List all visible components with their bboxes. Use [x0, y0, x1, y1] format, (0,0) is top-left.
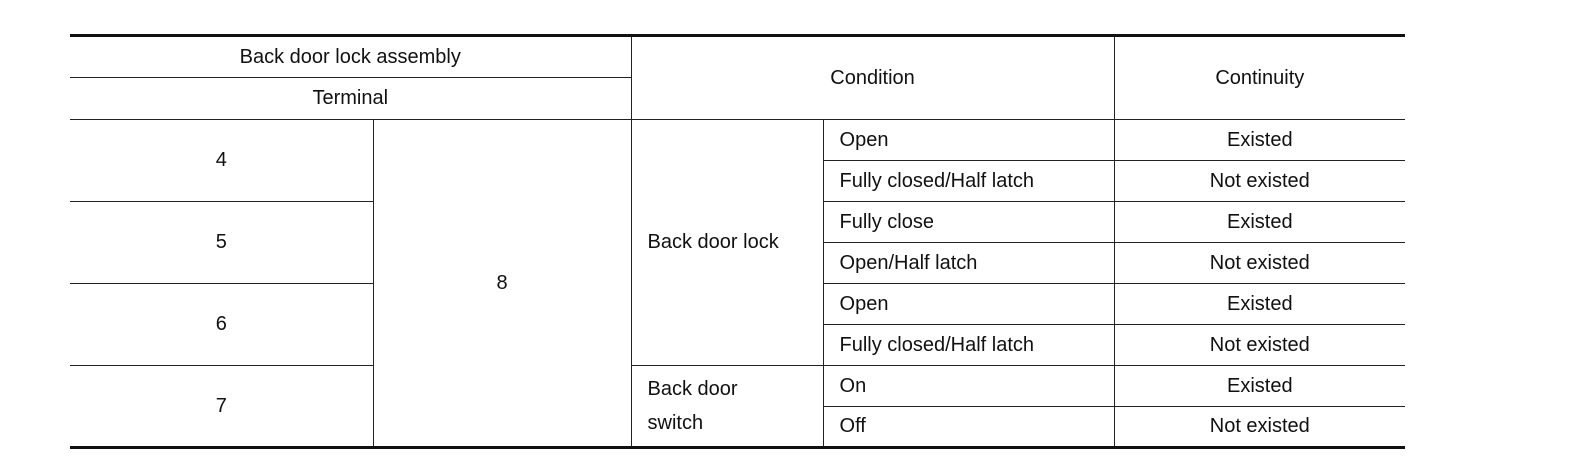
table-row: Open/Half latch Not existed: [70, 242, 1406, 284]
condition-header: Condition: [630, 34, 1115, 120]
terminal-cell: 6: [70, 283, 374, 366]
common-terminal-cell: 8: [372, 119, 632, 449]
table-row: 5 Fully close Existed: [70, 201, 1406, 284]
table-row: 4 8 Back door lock Open Existed: [70, 119, 1406, 449]
table-row: 7 Back door switch On Existed: [70, 365, 1406, 449]
condition-group-lock: Back door lock: [630, 119, 824, 366]
state-cell: On: [822, 365, 1115, 407]
switch-label-line1: Back door: [647, 378, 738, 400]
continuity-cell: Not existed: [1113, 160, 1406, 202]
switch-label-line2: switch: [647, 412, 704, 434]
terminal-continuity-table: Back door lock assembly Condition Contin…: [70, 34, 1406, 449]
header-row-2: Terminal: [70, 77, 1405, 120]
terminal-cell: 4: [70, 119, 374, 202]
state-cell: Fully close: [822, 201, 1115, 243]
continuity-cell: Existed: [1113, 119, 1406, 161]
terminal-cell: 5: [70, 201, 374, 284]
terminal-cell: 7: [70, 365, 374, 449]
continuity-cell: Existed: [1113, 283, 1406, 325]
state-cell: Fully closed/Half latch: [823, 324, 1115, 366]
state-cell: Open/Half latch: [823, 242, 1115, 284]
continuity-cell: Existed: [1113, 365, 1406, 407]
terminal-header: Terminal: [70, 77, 632, 120]
table-row: Off Not existed: [70, 406, 1406, 449]
table-row: 6 Open Existed: [70, 283, 1406, 366]
state-cell: Open: [822, 119, 1115, 161]
continuity-cell: Not existed: [1113, 406, 1406, 449]
condition-group-switch: Back door switch: [630, 365, 824, 449]
continuity-cell: Not existed: [1113, 324, 1406, 366]
table-row: Fully closed/Half latch Not existed: [70, 324, 1406, 366]
continuity-cell: Existed: [1113, 201, 1406, 243]
assembly-header: Back door lock assembly: [70, 34, 632, 78]
table-row: Fully closed/Half latch Not existed: [70, 160, 1406, 202]
state-cell: Open: [822, 283, 1115, 325]
state-cell: Off: [823, 406, 1115, 449]
continuity-header: Continuity: [1113, 34, 1406, 120]
header-row: Back door lock assembly Condition Contin…: [70, 34, 1406, 120]
continuity-cell: Not existed: [1113, 242, 1406, 284]
state-cell: Fully closed/Half latch: [823, 160, 1115, 202]
